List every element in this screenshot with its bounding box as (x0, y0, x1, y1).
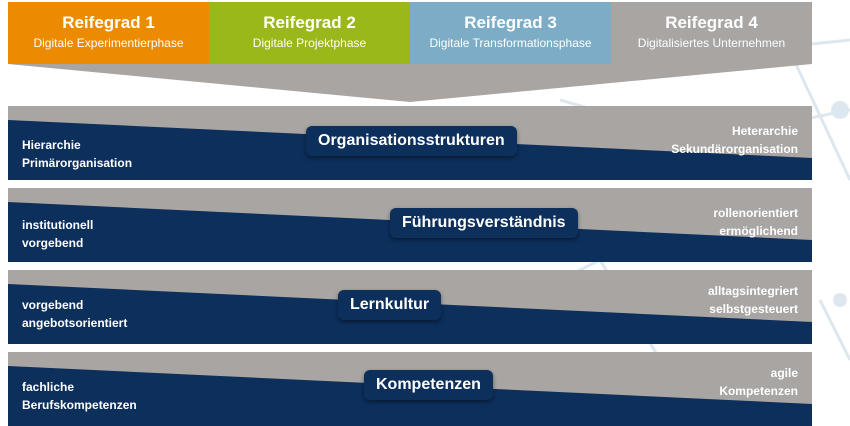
band-left-label: institutionell vorgebend (22, 216, 93, 252)
dimension-band-kompetenzen: fachliche Berufskompetenzen Kompetenzen … (8, 352, 812, 426)
maturity-stage-header: Reifegrad 1 Digitale Experimentierphase … (8, 2, 812, 64)
band-right-line: selbstgesteuert (709, 302, 798, 316)
funnel-arrow-shape (8, 64, 812, 102)
band-right-line: Heterarchie (731, 124, 798, 138)
band-right-line: ermöglichend (719, 224, 798, 238)
band-left-line: angebotsorientiert (22, 316, 128, 330)
band-left-line: institutionell (22, 218, 94, 232)
band-right-line: Sekundärorganisation (671, 142, 798, 156)
dimension-label: Führungsverständnis (390, 208, 578, 238)
dimension-label: Organisationsstrukturen (306, 126, 517, 156)
dimension-band-lernkultur: vorgebend angebotsorientiert Lernkultur … (8, 270, 812, 344)
dimension-band-organisationsstrukturen: Hierarchie Primärorganisation Organisati… (8, 106, 812, 180)
band-right-line: alltagsintegriert (707, 284, 798, 298)
band-right-label: Heterarchie Sekundärorganisation (671, 122, 798, 158)
stage-title: Reifegrad 2 (263, 13, 356, 32)
stage-4: Reifegrad 4 Digitalisiertes Unternehmen (611, 2, 812, 64)
band-right-label: rollenorientiert ermöglichend (713, 204, 798, 240)
band-right-line: agile (770, 366, 798, 380)
band-right-line: rollenorientiert (713, 206, 798, 220)
band-left-line: Primärorganisation (22, 156, 133, 170)
stage-title: Reifegrad 1 (62, 13, 155, 32)
stage-title: Reifegrad 3 (464, 13, 557, 32)
dimension-band-fuehrungsverstaendnis: institutionell vorgebend Führungsverstän… (8, 188, 812, 262)
band-left-label: fachliche Berufskompetenzen (22, 378, 137, 414)
dimension-label: Lernkultur (338, 290, 442, 320)
stage-1: Reifegrad 1 Digitale Experimentierphase (8, 2, 209, 64)
stage-subtitle: Digitale Transformationsphase (429, 36, 592, 50)
stage-subtitle: Digitale Experimentierphase (33, 36, 184, 50)
stage-subtitle: Digitalisiertes Unternehmen (637, 36, 786, 50)
stage-2: Reifegrad 2 Digitale Projektphase (209, 2, 410, 64)
band-left-label: vorgebend angebotsorientiert (22, 296, 127, 332)
dimension-label: Kompetenzen (364, 370, 493, 400)
stage-3: Reifegrad 3 Digitale Transformationsphas… (410, 2, 611, 64)
band-left-line: Berufskompetenzen (22, 398, 137, 412)
band-right-label: alltagsintegriert selbstgesteuert (708, 282, 798, 318)
band-left-label: Hierarchie Primärorganisation (22, 136, 132, 172)
band-left-line: Hierarchie (22, 138, 81, 152)
band-left-line: fachliche (22, 380, 75, 394)
stage-title: Reifegrad 4 (665, 13, 758, 32)
stage-subtitle: Digitale Projektphase (252, 36, 367, 50)
band-left-line: vorgebend (22, 236, 84, 250)
band-right-label: agile Kompetenzen (719, 364, 798, 400)
band-right-line: Kompetenzen (719, 384, 798, 398)
band-left-line: vorgebend (22, 298, 84, 312)
